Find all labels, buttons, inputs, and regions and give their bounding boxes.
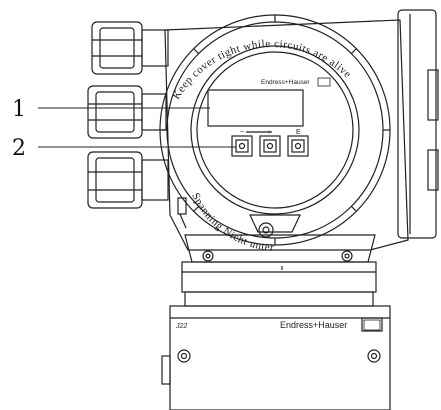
key-enter-label: E <box>296 129 301 136</box>
housing-side-plate <box>397 9 439 239</box>
key-enter <box>287 135 309 157</box>
ring-text-bottom: Spanning Nicht unter <box>189 191 274 254</box>
neck-mount <box>181 234 377 307</box>
callout-1-number: 1 <box>12 97 26 122</box>
display-cover <box>159 14 391 246</box>
keypad <box>231 131 309 157</box>
housing-brand-logo <box>363 319 381 331</box>
lower-housing <box>161 305 391 410</box>
earth-screw <box>177 197 187 229</box>
housing-screw-right <box>367 349 381 363</box>
housing-code: J22 <box>175 323 187 330</box>
key-plus <box>259 135 281 157</box>
cover-clamp <box>249 214 301 238</box>
display-brand-label: Endress+Hauser <box>261 79 310 86</box>
housing-brand-label: Endress+Hauser <box>280 320 347 330</box>
cable-gland-bottom <box>87 151 169 209</box>
housing-body <box>164 19 409 251</box>
housing-screw-left <box>177 349 191 363</box>
key-minus <box>231 135 253 157</box>
display-brand-logo <box>317 77 331 87</box>
cable-gland-top <box>91 21 169 75</box>
key-minus-label: − <box>240 129 244 136</box>
key-plus-label: + <box>267 129 271 136</box>
display-screen <box>207 89 304 127</box>
callout-2-number: 2 <box>12 136 26 161</box>
cable-gland-middle <box>87 85 167 139</box>
